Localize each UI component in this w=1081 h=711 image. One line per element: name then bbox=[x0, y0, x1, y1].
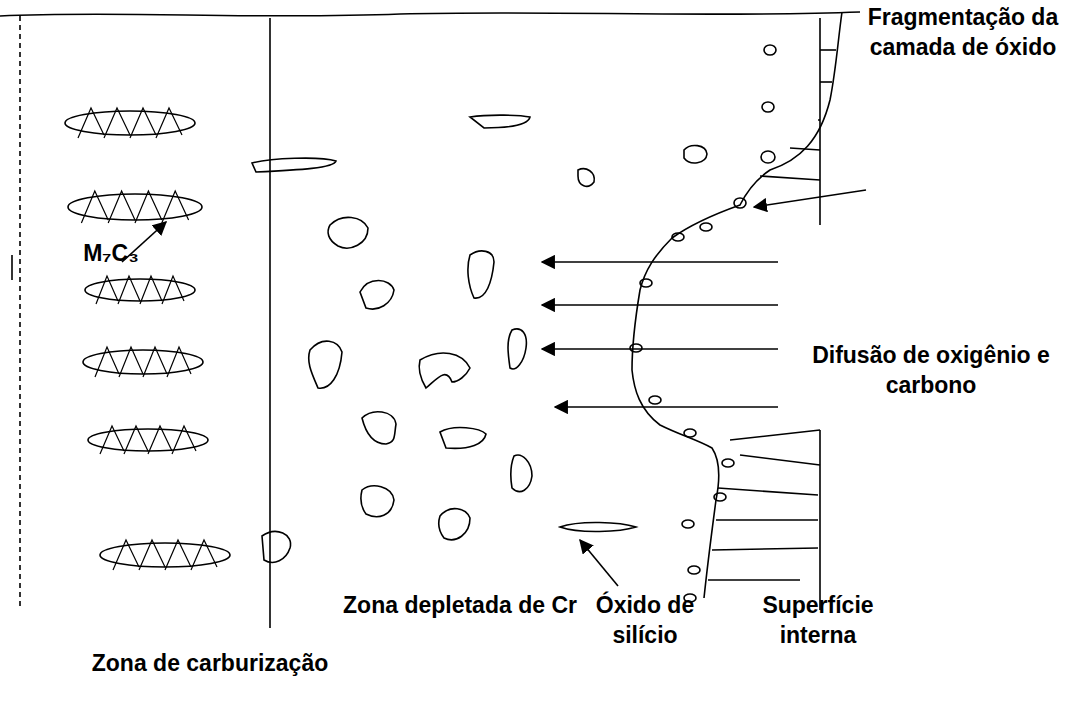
carbide-hatch bbox=[143, 347, 167, 377]
carbide-hatch bbox=[167, 347, 191, 377]
carbide-hatch bbox=[95, 347, 119, 377]
scale-cracks bbox=[708, 18, 836, 610]
phase-label: Óxido de silício bbox=[580, 590, 710, 650]
zone-boundary bbox=[269, 18, 271, 628]
surface-label: Superfície interna bbox=[748, 590, 888, 650]
carbide-hatch bbox=[108, 191, 135, 223]
silicon-oxide bbox=[560, 522, 636, 531]
carbide-hatch bbox=[191, 540, 217, 570]
wall-edge bbox=[0, 12, 860, 16]
oxide-particles bbox=[252, 115, 707, 562]
carbide-hatch bbox=[81, 191, 108, 223]
carbide-hatch bbox=[118, 276, 140, 304]
carbide-hatch bbox=[162, 191, 189, 223]
leader-line bbox=[580, 540, 618, 586]
carbide-ellipses bbox=[65, 111, 230, 567]
carbide-hatch bbox=[96, 276, 118, 304]
carbide-hatch bbox=[104, 108, 130, 138]
carbide-hatch bbox=[165, 540, 191, 570]
carbide-hatch bbox=[78, 108, 104, 138]
phase-label: M₇C₃ bbox=[66, 238, 156, 268]
carbide-hatch bbox=[162, 276, 184, 304]
carbide-hatch bbox=[119, 347, 143, 377]
carbide-hatch bbox=[100, 426, 124, 454]
process-label: Difusão de oxigênio e carbono bbox=[786, 340, 1076, 400]
carbide-hatch bbox=[135, 191, 162, 223]
carbide-hatch bbox=[124, 426, 148, 454]
leader-line bbox=[754, 190, 866, 207]
carbide-hatch bbox=[172, 426, 196, 454]
carbide-hatch bbox=[140, 276, 162, 304]
carbide-hatch bbox=[130, 108, 156, 138]
boundary-tick bbox=[11, 255, 13, 280]
scale-nodules bbox=[630, 45, 776, 602]
zone-label: Zona depletada de Cr bbox=[340, 590, 580, 620]
boundary-line bbox=[19, 16, 21, 610]
callout-label: Fragmentação da camada de óxido bbox=[858, 2, 1068, 62]
carbide-hatch bbox=[113, 540, 139, 570]
carbide-hatch bbox=[139, 540, 165, 570]
carbide-hatch bbox=[156, 108, 182, 138]
diffusion-arrows bbox=[542, 262, 778, 407]
carbide-hatch bbox=[148, 426, 172, 454]
zone-label: Zona de carburização bbox=[80, 648, 340, 678]
